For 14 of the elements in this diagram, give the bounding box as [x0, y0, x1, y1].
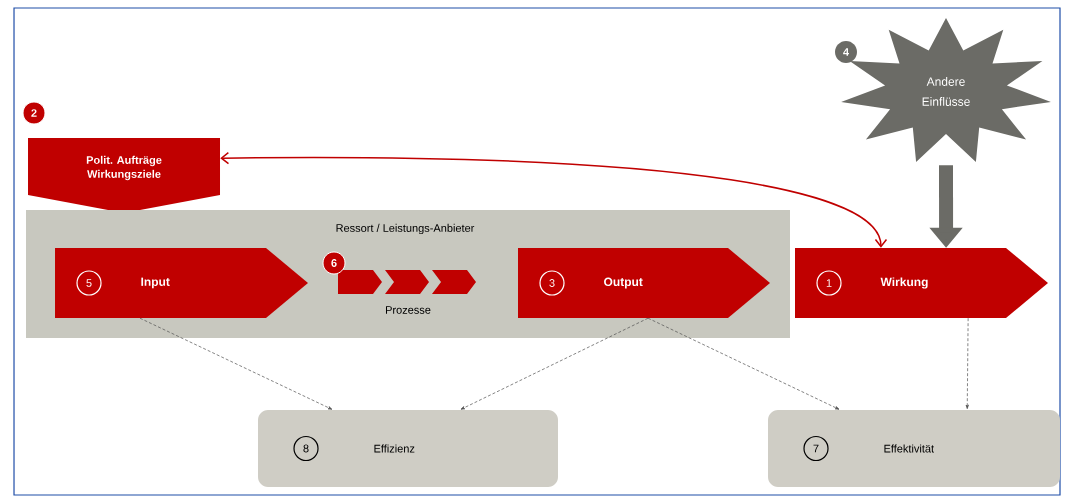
callout-number: 2 [22, 101, 46, 125]
arrow [460, 317, 649, 410]
arrow [647, 317, 840, 410]
callout-number: 4 [835, 41, 857, 63]
callout-number: 8 [293, 435, 319, 462]
arrow [139, 317, 333, 410]
arrow [220, 151, 888, 248]
callout-number: 7 [803, 435, 829, 462]
callout-number: 1 [816, 270, 842, 296]
callout-number: 3 [539, 270, 565, 296]
callout-number: 6 [322, 251, 346, 275]
arrow [965, 317, 969, 410]
pennant-box: Polit. Aufträge Wirkungsziele [28, 138, 220, 213]
callout-number: 5 [76, 270, 102, 296]
